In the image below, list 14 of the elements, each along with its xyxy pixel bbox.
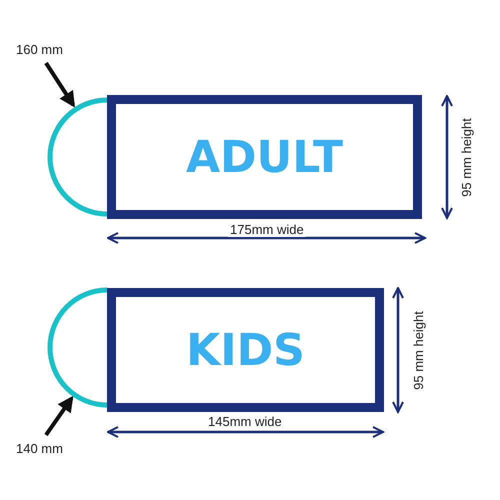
dimension-label: 95 mm height bbox=[458, 116, 474, 198]
ear-loop bbox=[47, 97, 110, 217]
size-title: KIDS bbox=[186, 324, 305, 376]
dimension-label: 95 mm height bbox=[410, 310, 426, 392]
mask-outline bbox=[107, 288, 384, 412]
dimension-label: 175mm wide bbox=[228, 222, 306, 236]
leader-arrow bbox=[44, 396, 74, 436]
ear-loop bbox=[47, 287, 110, 408]
dimension-label: 145mm wide bbox=[206, 414, 284, 428]
loop-length: 140 mm bbox=[16, 441, 63, 456]
leader-arrow bbox=[44, 62, 75, 108]
mask-outline bbox=[107, 95, 422, 219]
size-title: ADULT bbox=[186, 132, 344, 182]
loop-length: 160 mm bbox=[16, 42, 63, 57]
